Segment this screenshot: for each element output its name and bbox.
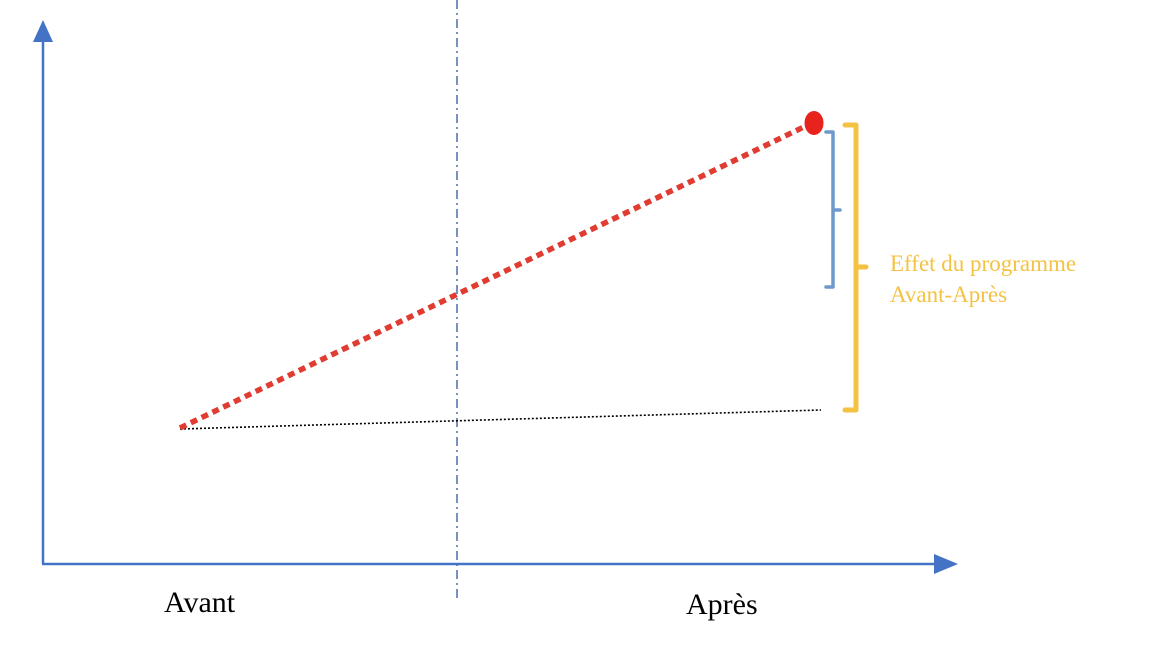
after-endpoint-marker — [804, 111, 824, 135]
x-axis-arrowhead — [934, 554, 958, 574]
program-trend-line — [178, 121, 812, 431]
y-axis-arrowhead — [33, 20, 53, 42]
before-label: Avant — [164, 586, 236, 619]
baseline-trend-line — [179, 409, 822, 430]
after-label: Après — [686, 588, 758, 621]
small-effect-bracket — [824, 130, 842, 289]
effect-label-line-1: Effet du programme — [890, 251, 1077, 276]
effect-label-line-2: Avant-Après — [890, 282, 1008, 307]
effect-label: Effet du programme Avant-Après — [890, 248, 1076, 310]
before-after-effect-bracket — [842, 122, 869, 413]
